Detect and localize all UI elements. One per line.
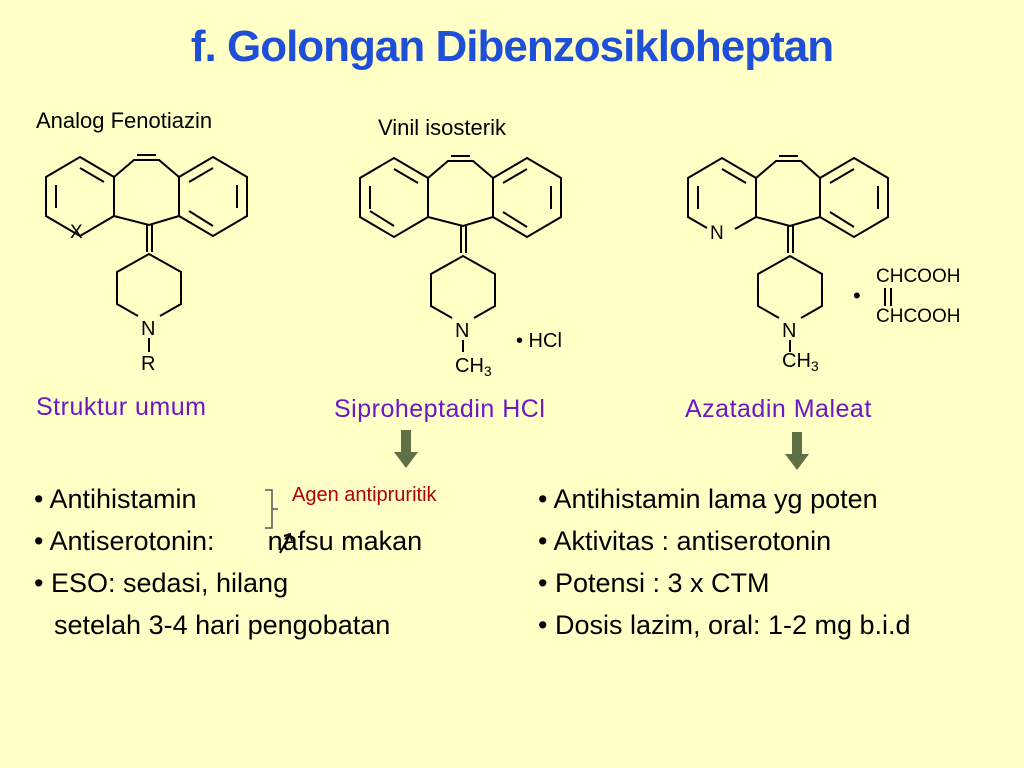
right-bullet-2: • Potensi : 3 x CTM xyxy=(538,568,770,598)
left-bullet-eso-continued: setelah 3-4 hari pengobatan xyxy=(54,610,391,640)
maleate-top-label: CHCOOH xyxy=(876,266,960,287)
siproheptadin-down-arrow-icon xyxy=(394,430,418,468)
siproheptadin-structure xyxy=(359,155,562,352)
x-atom-label: X xyxy=(70,222,83,243)
hcl-salt-label: • HCl xyxy=(516,330,562,352)
general-structure-name: Struktur umum xyxy=(36,393,207,421)
right-bullet-3: • Dosis lazim, oral: 1-2 mg b.i.d xyxy=(538,610,911,640)
antiserotonin-label: • Antiserotonin: xyxy=(34,526,215,556)
maleate-dot: • xyxy=(853,283,861,308)
r-group-label: R xyxy=(141,353,155,375)
general-n-label: N xyxy=(141,318,155,340)
vinil-label: Vinil isosterik xyxy=(378,115,506,140)
azatadin-n-label: N xyxy=(782,320,796,342)
azatadin-down-arrow-icon xyxy=(785,432,809,470)
left-bullet-eso: • ESO: sedasi, hilang xyxy=(34,568,289,598)
left-bullet-antiserotonin: • Antiserotonin: nafsu makan xyxy=(34,520,422,562)
azatadin-structure xyxy=(687,155,892,352)
general-structure xyxy=(45,154,248,352)
azatadin-methyl-label: CH3 xyxy=(782,350,819,374)
increase-arrow-icon xyxy=(279,532,293,554)
right-bullet-0: • Antihistamin lama yg poten xyxy=(538,484,878,514)
azatadin-ring-n-label: N xyxy=(710,223,724,244)
azatadin-name: Azatadin Maleat xyxy=(685,395,872,423)
siproheptadin-n-label: N xyxy=(455,320,469,342)
left-bullet-antihistamin: • Antihistamin xyxy=(34,484,197,514)
maleate-bottom-label: CHCOOH xyxy=(876,306,960,327)
siproheptadin-name: Siproheptadin HCl xyxy=(334,395,546,423)
right-bullet-1: • Aktivitas : antiserotonin xyxy=(538,526,832,556)
analog-label: Analog Fenotiazin xyxy=(36,108,213,133)
siproheptadin-methyl-label: CH3 xyxy=(455,355,492,379)
nafsu-makan-label: nafsu makan xyxy=(267,526,423,556)
page-title: f. Golongan Dibenzosikloheptan xyxy=(190,22,834,71)
bracket-icon xyxy=(265,489,278,529)
antipruritik-annotation: Agen antipruritik xyxy=(292,484,437,506)
chemical-structures: X N R N CH3 • HCl N N CH3 • CHCOOH CHCOO… xyxy=(45,154,960,379)
